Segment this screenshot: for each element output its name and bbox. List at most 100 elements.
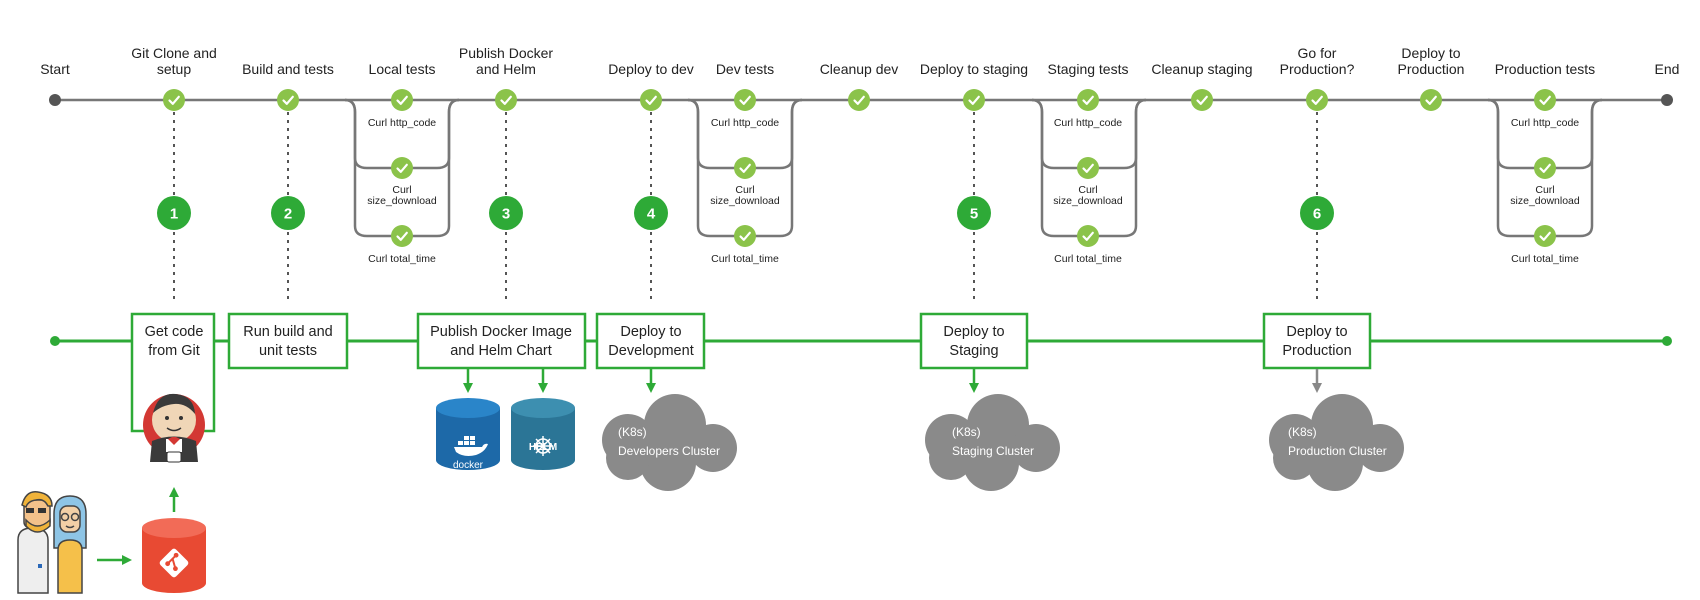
check-icon: [734, 157, 756, 179]
developers-icon: [17, 491, 87, 594]
staging-cluster-cloud: (K8s)Staging Cluster: [925, 394, 1060, 491]
helm-repo-icon: HELM: [511, 398, 575, 470]
check-note-http: Curl http_code: [1511, 117, 1579, 129]
step-number: 3: [502, 206, 510, 223]
developer-man-icon: [17, 491, 53, 594]
check-icon: [1534, 157, 1556, 179]
svg-text:(K8s)Production Cluster: (K8s)Production Cluster: [1288, 425, 1387, 458]
check-icon: [495, 89, 517, 111]
stage-label-cleanup-dev: Cleanup dev: [820, 61, 899, 77]
step-number: 5: [970, 206, 978, 223]
stage-label-cleanup-staging: Cleanup staging: [1151, 61, 1252, 77]
stage-label-staging-tests: Staging tests: [1048, 61, 1129, 77]
check-note-time: Curl total_time: [368, 253, 436, 265]
step-badge-3: 3: [489, 196, 523, 230]
check-icon: [391, 157, 413, 179]
check-note-http: Curl http_code: [711, 117, 779, 129]
flow-end-dot: [1662, 336, 1672, 346]
step-badge-1: 1: [157, 196, 191, 230]
step-number: 2: [284, 206, 292, 223]
check-note-time: Curl total_time: [711, 253, 779, 265]
developer-woman-icon: [53, 495, 87, 594]
docker-label: docker: [453, 460, 484, 471]
start-dot: [49, 94, 61, 106]
stage-label-deploy-dev: Deploy to dev: [608, 61, 694, 77]
step-connectors: [173, 112, 1318, 302]
step-number: 1: [170, 206, 178, 223]
helm-label: HELM: [529, 442, 557, 453]
step-number: 4: [647, 206, 656, 223]
step-badges: 1 2 3 4 5 6: [157, 196, 1334, 230]
stage-label-dev-tests: Dev tests: [716, 61, 774, 77]
svg-text:(K8s)Staging Cluster: (K8s)Staging Cluster: [952, 425, 1034, 458]
git-repo-icon: [142, 518, 206, 593]
stage-checks: [163, 89, 1556, 111]
check-icon: [734, 89, 756, 111]
check-icon: [734, 225, 756, 247]
stage-label-build-tests: Build and tests: [242, 61, 334, 77]
helm-wheel-icon: [533, 436, 553, 456]
check-icon: [1420, 89, 1442, 111]
production-cluster-cloud: (K8s)Production Cluster: [1269, 394, 1404, 491]
step-badge-4: 4: [634, 196, 668, 230]
dev-cluster-cloud: (K8s)Developers Cluster: [602, 394, 737, 491]
step-badge-5: 5: [957, 196, 991, 230]
step-badge-2: 2: [271, 196, 305, 230]
check-icon: [391, 89, 413, 111]
check-icon: [848, 89, 870, 111]
stage-label-prod-tests: Production tests: [1495, 61, 1595, 77]
docker-whale-icon: [454, 436, 488, 456]
flow-start-dot: [50, 336, 60, 346]
stage-label-end: End: [1655, 61, 1680, 77]
check-icon: [1077, 225, 1099, 247]
docker-repo-icon: docker: [436, 398, 500, 471]
check-icon: [277, 89, 299, 111]
check-note-time: Curl total_time: [1511, 253, 1579, 265]
check-icon: [163, 89, 185, 111]
jenkins-icon: [143, 393, 205, 463]
branch-checks: [391, 157, 1556, 247]
check-icon: [1077, 89, 1099, 111]
check-icon: [391, 225, 413, 247]
end-dot: [1661, 94, 1673, 106]
stage-label-local-tests: Local tests: [369, 61, 436, 77]
git-logo-icon: [159, 548, 189, 578]
check-note-http: Curl http_code: [1054, 117, 1122, 129]
check-icon: [1534, 225, 1556, 247]
step-badge-6: 6: [1300, 196, 1334, 230]
check-icon: [1191, 89, 1213, 111]
check-icon: [1534, 89, 1556, 111]
svg-text:(K8s)Developers Cluster: (K8s)Developers Cluster: [618, 425, 720, 458]
check-note-http: Curl http_code: [368, 117, 436, 129]
check-icon: [1077, 157, 1099, 179]
flow-arrows: [97, 369, 1322, 565]
check-icon: [640, 89, 662, 111]
stage-label-start: Start: [40, 61, 70, 77]
check-note-time: Curl total_time: [1054, 253, 1122, 265]
